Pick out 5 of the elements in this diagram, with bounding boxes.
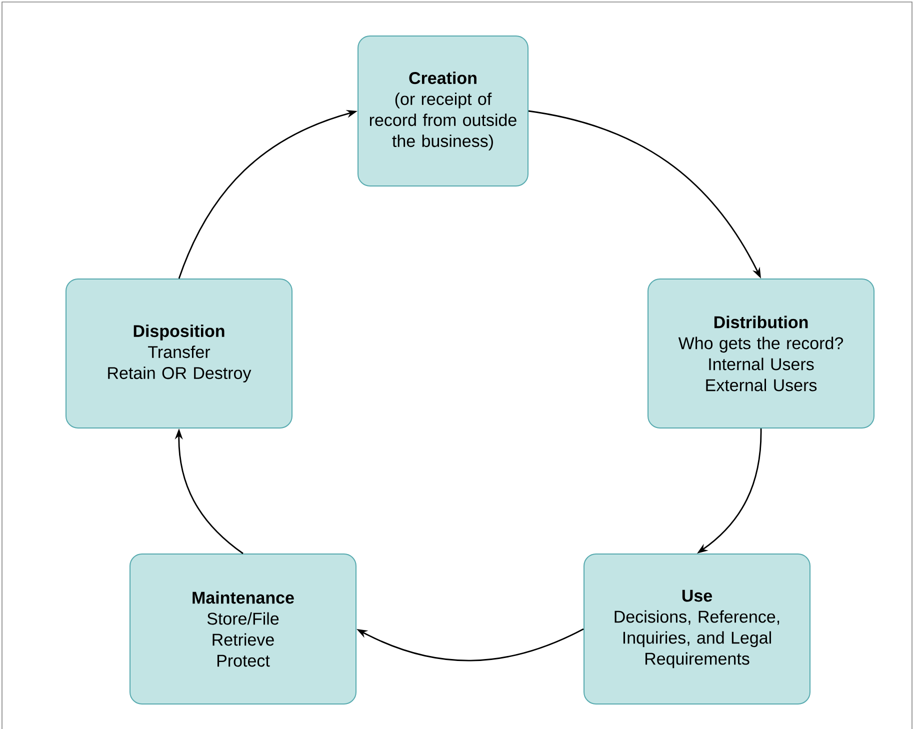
process-box: Distribution Who gets the record? Internal Users External Users [648, 278, 874, 428]
process-box: Use Decisions, Reference, Inquiries, and Legal Requirements [584, 554, 810, 704]
process-box: Disposition Transfer Retain OR Destroy [66, 278, 292, 428]
process-box: Maintenance Store/File Retrieve Protect [130, 554, 356, 704]
process-box: Creation (or receipt of record from outside the business) [358, 36, 528, 186]
